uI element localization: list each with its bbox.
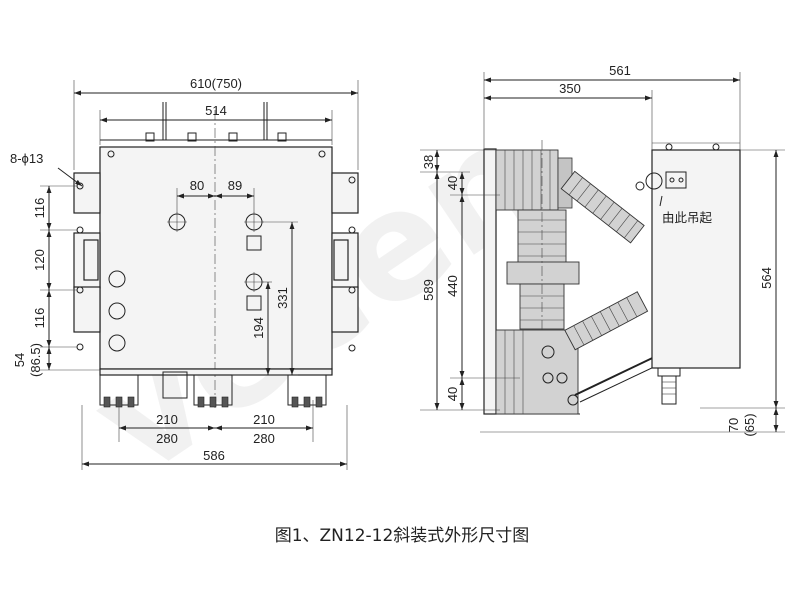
dim-40-bottom: 40 xyxy=(445,387,460,401)
dim-331: 331 xyxy=(275,287,290,309)
dim-210-right: 210 xyxy=(253,412,275,427)
dim-overall-depth: 561 xyxy=(609,63,631,78)
dim-116-top: 116 xyxy=(32,198,47,219)
front-body xyxy=(99,146,333,370)
dim-86-5: (86.5) xyxy=(28,343,43,377)
dim-depth-350: 350 xyxy=(559,81,581,96)
front-view: 610(750) 514 8-ϕ13 80 89 116 120 116 54 … xyxy=(10,76,359,470)
dim-564: 564 xyxy=(759,267,774,289)
dim-440: 440 xyxy=(445,275,460,297)
figure-caption: 图1、ZN12-12斜装式外形尺寸图 xyxy=(275,526,530,546)
dim-overall-width: 610(750) xyxy=(190,76,242,91)
lift-note: 由此吊起 xyxy=(662,210,713,225)
dim-280-right: 280 xyxy=(253,431,275,446)
dim-38: 38 xyxy=(421,155,436,169)
dim-194: 194 xyxy=(251,317,266,339)
dim-bottom-width: 586 xyxy=(203,448,225,463)
dim-offset-left: 80 xyxy=(190,178,204,193)
side-view: 由此吊起 561 350 38 40 589 440 40 564 70 (6 xyxy=(420,63,785,437)
dim-589: 589 xyxy=(421,279,436,301)
dim-54: 54 xyxy=(12,353,27,367)
dim-65: (65) xyxy=(742,413,757,436)
dim-280-left: 280 xyxy=(156,431,178,446)
dim-116-bottom: 116 xyxy=(32,308,47,329)
dim-210-left: 210 xyxy=(156,412,178,427)
dim-120: 120 xyxy=(32,249,47,271)
dim-40-top: 40 xyxy=(445,176,460,190)
dim-hole-note: 8-ϕ13 xyxy=(10,151,43,166)
dim-70: 70 xyxy=(726,418,741,432)
dim-inner-width: 514 xyxy=(205,103,227,118)
dim-offset-right: 89 xyxy=(228,178,242,193)
